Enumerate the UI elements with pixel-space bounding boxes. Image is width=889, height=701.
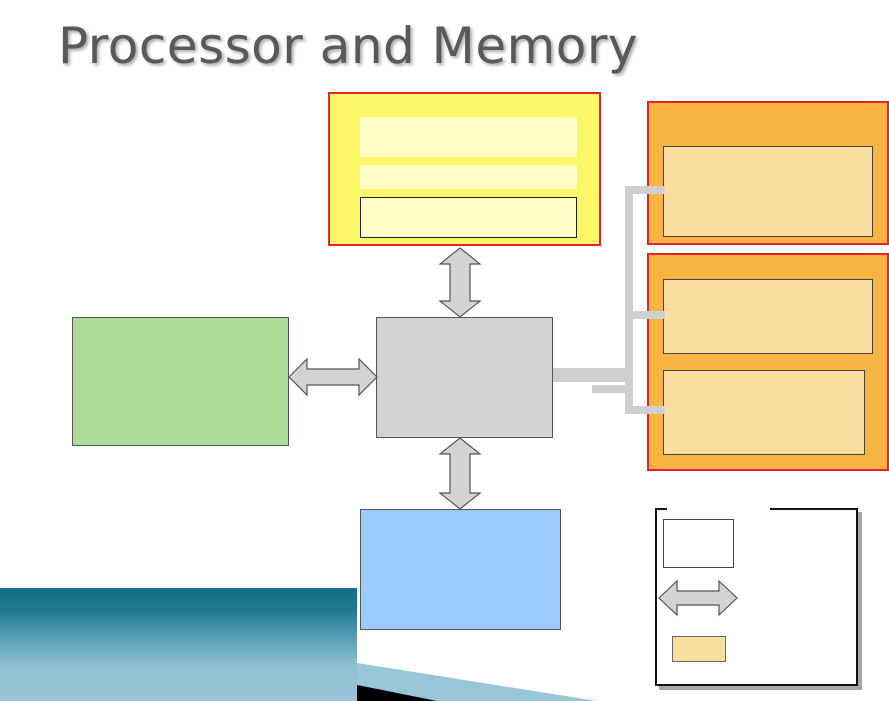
io-box: [72, 317, 289, 446]
processor-box: [376, 317, 553, 438]
decorative-band: [0, 588, 357, 701]
memory-block: [663, 146, 873, 237]
legend-border-gap: [667, 506, 770, 511]
bus-connector-icon: [553, 186, 665, 414]
cache-line: [360, 117, 577, 157]
legend-block-swatch: [663, 519, 734, 568]
decorative-wedge: [357, 663, 597, 701]
legend-double-arrow-icon: [658, 579, 738, 617]
memory-block: [663, 279, 873, 354]
cache-line: [360, 165, 577, 189]
slide-title: Processor and Memory: [58, 17, 639, 75]
double-arrow-icon: [438, 437, 482, 510]
storage-box: [360, 509, 561, 630]
double-arrow-icon: [288, 357, 378, 397]
legend-memory-swatch: [672, 636, 726, 662]
cache-line-selected: [360, 197, 577, 238]
double-arrow-icon: [438, 247, 482, 318]
